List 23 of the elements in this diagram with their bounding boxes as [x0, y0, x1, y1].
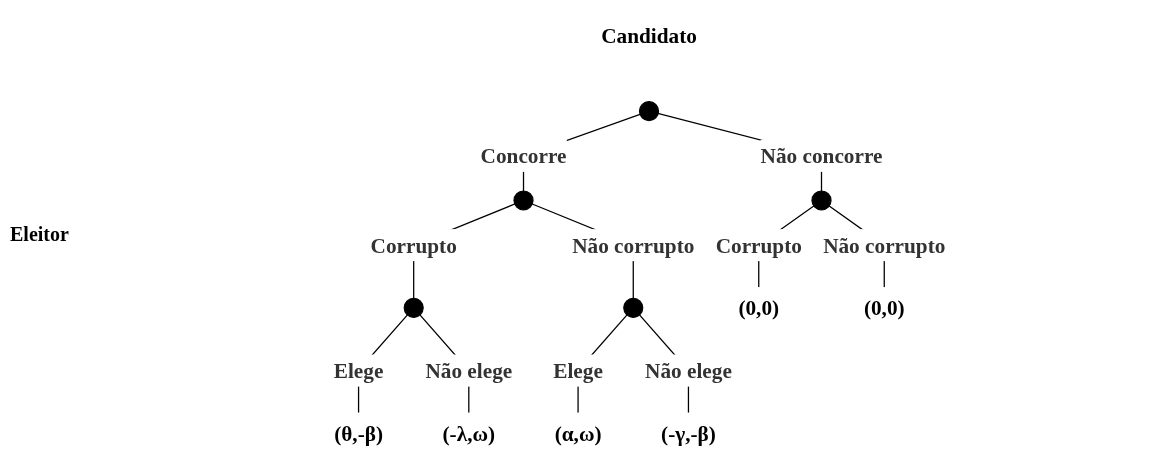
edge-label: Elege	[553, 358, 603, 382]
node-text: (α,ω)	[554, 421, 602, 445]
edge-label: Não concorre	[760, 143, 883, 168]
edge-label: Corrupto	[715, 232, 802, 257]
edge-label: Não elege	[425, 358, 513, 382]
node-text: (-γ,-β)	[661, 421, 716, 445]
node-label: Candidato	[601, 23, 697, 47]
edge-label: Não elege	[645, 358, 732, 382]
edge-label: Concorre	[480, 143, 567, 168]
node-circle	[513, 189, 534, 211]
node-circle	[623, 297, 644, 318]
edge-label: Não corrupto	[823, 232, 946, 257]
player-label: Eleitor	[10, 222, 70, 246]
edge-label: Elege	[333, 358, 384, 382]
node-text: (0,0)	[738, 295, 780, 320]
node-text: (0,0)	[863, 295, 905, 320]
node-text: (θ,-β)	[334, 421, 384, 445]
edge-label: Corrupto	[370, 232, 457, 257]
node-circle	[811, 189, 832, 211]
node-circle	[403, 297, 424, 318]
node-circle	[638, 100, 660, 121]
edge-label: Não corrupto	[572, 232, 695, 257]
node-text: (-λ,ω)	[442, 421, 496, 445]
